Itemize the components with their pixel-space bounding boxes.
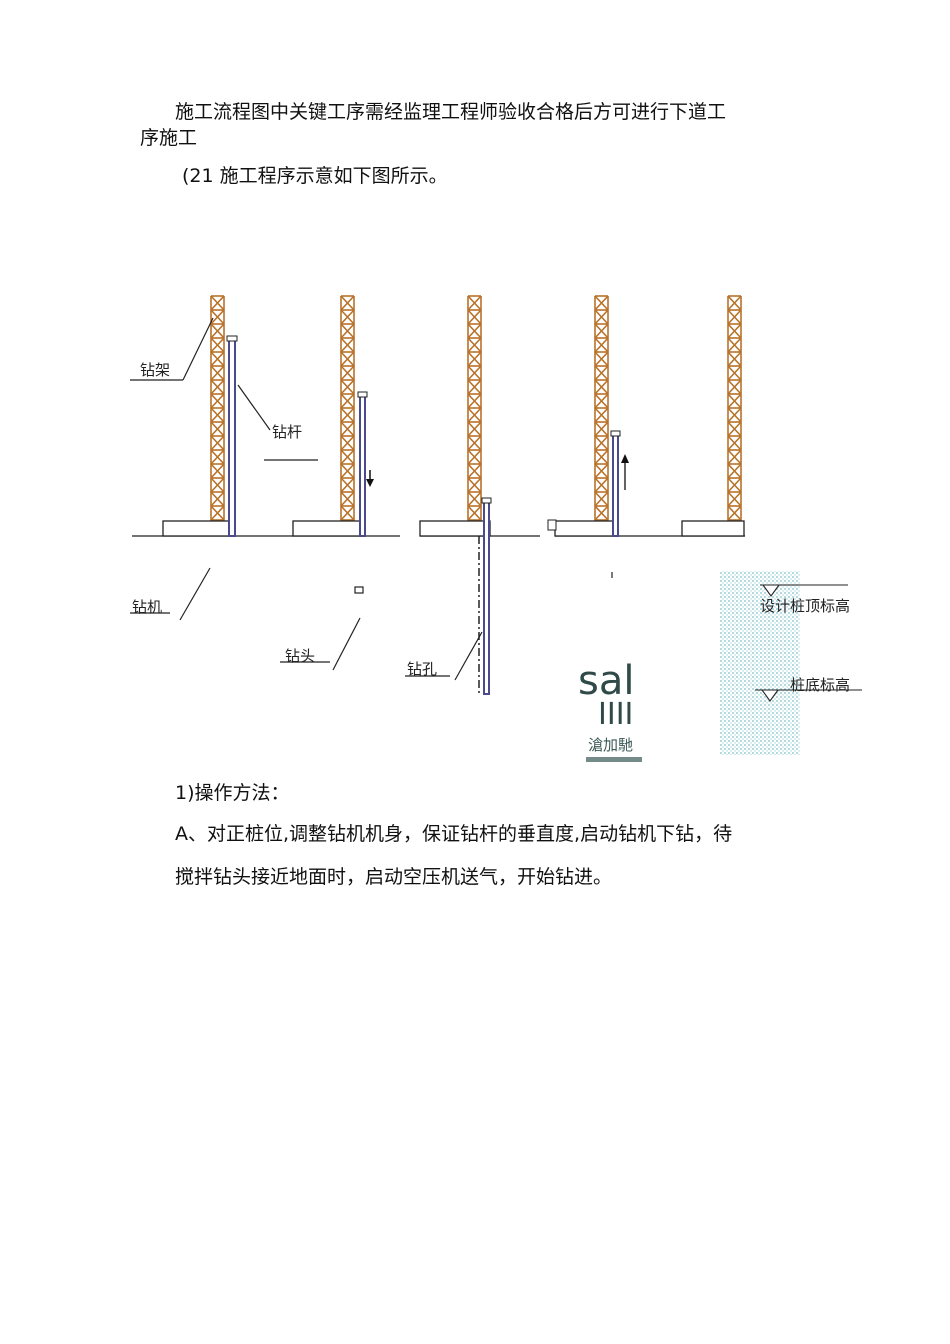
intro-line-2: 序施工 bbox=[140, 127, 198, 149]
drill-tower-2 bbox=[340, 295, 355, 522]
drill-machine-label: 钻机 bbox=[132, 598, 162, 616]
machine-bases bbox=[162, 520, 745, 537]
intro-line-1: 施工流程图中关键工序需经监理工程师验收合格后方可进行下道工 bbox=[175, 101, 727, 123]
drill-hole-label: 钻孔 bbox=[407, 660, 437, 678]
drill-rods bbox=[226, 335, 621, 695]
watermark-text-2: IIII bbox=[598, 697, 633, 732]
method-line-2: 搅拌钻头接近地面时，启动空压机送气，开始钻进。 bbox=[175, 866, 613, 888]
method-line-1: A、对正桩位,调整钻机机身，保证钻杆的垂直度,启动钻机下钻，待 bbox=[175, 823, 733, 845]
figure-caption: (21 施工程序示意如下图所示。 bbox=[182, 165, 448, 187]
drill-tower-1 bbox=[210, 295, 225, 522]
watermark-text-1: sal bbox=[578, 658, 634, 704]
pile-top-elevation-label: 设计桩顶标高 bbox=[760, 597, 850, 615]
drill-tower-3 bbox=[467, 295, 482, 522]
method-heading: 1)操作方法： bbox=[175, 782, 290, 804]
drill-tower-4 bbox=[594, 295, 609, 522]
drill-tower-5 bbox=[727, 295, 742, 522]
drill-bit-label: 钻头 bbox=[285, 647, 315, 665]
drill-frame-label: 钻架 bbox=[140, 361, 170, 379]
pile-bottom-elevation-label: 桩底标高 bbox=[790, 676, 850, 694]
watermark-text-3: 滄加馳 bbox=[588, 736, 633, 754]
soil-column bbox=[720, 571, 800, 755]
up-arrow bbox=[621, 454, 629, 490]
drill-rod-label: 钻杆 bbox=[272, 423, 302, 441]
down-arrow bbox=[366, 470, 374, 487]
